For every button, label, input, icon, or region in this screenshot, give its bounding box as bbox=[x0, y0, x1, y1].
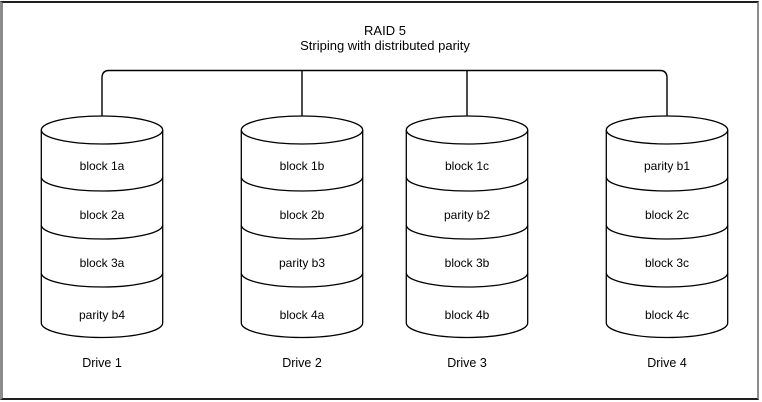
drive-2: block 1b block 2b parity b3 block 4a Dri… bbox=[240, 115, 364, 385]
segment-label: block 1c bbox=[444, 159, 490, 173]
drive-label: Drive 2 bbox=[282, 356, 322, 370]
segment-label: block 2b bbox=[279, 208, 325, 222]
drive-4: parity b1 block 2c block 3c block 4c Dri… bbox=[605, 115, 729, 385]
segment-label: parity b4 bbox=[78, 308, 126, 322]
segment-label: parity b2 bbox=[443, 208, 491, 222]
drive-label: Drive 1 bbox=[82, 356, 122, 370]
cylinder-icon bbox=[405, 115, 529, 339]
bus-line bbox=[101, 69, 668, 116]
segment-label: parity b1 bbox=[643, 159, 691, 173]
diagram-title: RAID 5 Striping with distributed parity bbox=[185, 23, 585, 53]
title-line2: Striping with distributed parity bbox=[300, 38, 470, 53]
segment-label: block 4a bbox=[279, 308, 325, 322]
segment-label: block 4c bbox=[644, 308, 690, 322]
cylinder-icon bbox=[40, 115, 164, 339]
segment-label: block 2a bbox=[79, 208, 125, 222]
segment-label: block 3a bbox=[79, 256, 125, 270]
segment-label: block 2c bbox=[644, 208, 690, 222]
segment-label: block 4b bbox=[444, 308, 490, 322]
segment-label: parity b3 bbox=[278, 256, 326, 270]
segment-label: block 3c bbox=[644, 256, 690, 270]
title-line1: RAID 5 bbox=[364, 23, 406, 38]
segment-label: block 3b bbox=[444, 256, 490, 270]
segment-label: block 1b bbox=[279, 159, 325, 173]
cylinder-icon bbox=[240, 115, 364, 339]
cylinder-icon bbox=[605, 115, 729, 339]
drive-1: block 1a block 2a block 3a parity b4 Dri… bbox=[40, 115, 164, 385]
drive-3: block 1c parity b2 block 3b block 4b Dri… bbox=[405, 115, 529, 385]
segment-label: block 1a bbox=[79, 159, 125, 173]
drive-label: Drive 4 bbox=[647, 356, 687, 370]
drive-label: Drive 3 bbox=[447, 356, 487, 370]
